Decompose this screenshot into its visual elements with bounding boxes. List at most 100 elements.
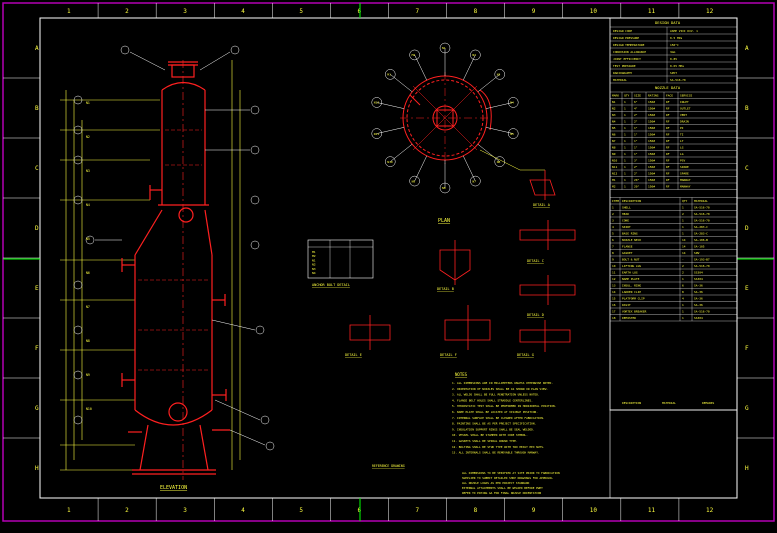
plan-nozzle-label: N2 — [472, 53, 476, 57]
bom-header-cell: DESCRIPTION — [622, 199, 641, 203]
nozzle-balloon[interactable] — [255, 325, 265, 335]
nozzle-cell: N3 — [612, 113, 616, 117]
nozzle-cell: 150# — [648, 107, 655, 111]
nozzle-cell: M2 — [612, 185, 616, 189]
bottom-note-line: REFER TO PIPING GA FOR FINAL NOZZLE ORIE… — [462, 491, 541, 495]
nozzle-balloon[interactable] — [250, 195, 260, 205]
anchor-bolt-table — [307, 239, 374, 279]
bom-cell: 9 — [612, 258, 614, 262]
elevation-nozzle-label: N2 — [86, 135, 90, 139]
plan-leader — [477, 143, 500, 162]
plan-nozzle-label: N7 — [472, 179, 476, 183]
design-row-value: 3mm — [670, 50, 675, 54]
nozzle-data-title: NOZZLE DATA — [655, 85, 681, 90]
plan-nozzle-balloon[interactable] — [470, 49, 481, 61]
anchor-table-cell: M1 — [312, 250, 316, 254]
panel-footer-cell: REMARKS — [702, 401, 714, 405]
bom-cell: 1 — [682, 219, 684, 223]
grid-row-label: H — [745, 465, 749, 472]
design-row-value: 0.65 MPa — [670, 64, 684, 68]
nozzle-balloon[interactable] — [73, 415, 83, 425]
plan-nozzle-balloon[interactable] — [494, 156, 505, 167]
plan-nozzle-balloon[interactable] — [409, 49, 420, 61]
elevation-nozzle-label: N1 — [86, 101, 90, 105]
grid-col-label: 12 — [706, 8, 714, 15]
grid-col-label: 5 — [299, 507, 303, 514]
nozzle-balloon[interactable] — [85, 235, 95, 245]
plan-nozzle-balloon[interactable] — [385, 156, 396, 167]
plan-nozzle-balloon[interactable] — [439, 182, 451, 194]
nozzle-balloon[interactable] — [250, 145, 260, 155]
nozzle-balloon[interactable] — [120, 45, 130, 55]
plan-nozzle-balloon[interactable] — [385, 69, 396, 80]
plan-nozzle-balloon[interactable] — [439, 42, 451, 54]
nozzle-balloon[interactable] — [230, 45, 240, 55]
reference-title: REFERENCE DRAWING — [372, 464, 405, 468]
nozzle-cell: 1" — [634, 133, 638, 137]
nozzle-balloon[interactable] — [265, 441, 275, 451]
nozzle-cell: RF — [666, 107, 670, 111]
nozzle-cell: 1 — [624, 100, 626, 104]
detail-e-title: DETAIL E — [345, 353, 362, 357]
plan-title: PLAN — [438, 218, 450, 224]
nozzle-balloon[interactable] — [73, 325, 83, 335]
nozzle-balloon[interactable] — [260, 415, 270, 425]
plan-nozzle-balloon[interactable] — [470, 175, 481, 187]
nozzle-cell: N6 — [612, 133, 616, 137]
nozzle-balloon[interactable] — [73, 155, 83, 165]
bom-cell: 4 — [612, 225, 614, 229]
bom-cell: 17 — [612, 310, 616, 314]
design-row-label: CORROSION ALLOWANCE — [613, 50, 646, 54]
nozzle-balloon[interactable] — [73, 370, 83, 380]
nozzle-cell: 1" — [634, 126, 638, 130]
bom-cell: 1 — [682, 225, 684, 229]
nozzle-cell: RF — [666, 120, 670, 124]
note-line: 6. NAME PLATE SHALL BE LOCATED AT VISIBL… — [452, 410, 538, 414]
plan-nozzle-balloon[interactable] — [371, 97, 383, 108]
nozzle-balloon[interactable] — [73, 125, 83, 135]
bom-cell: SA-283-C — [694, 232, 708, 236]
nozzle-cell: 4" — [634, 107, 638, 111]
nozzle-cell: 150# — [648, 159, 655, 163]
bom-cell: 1 — [682, 303, 684, 307]
nozzle-balloon[interactable] — [73, 280, 83, 290]
bom-cell: SA-36 — [694, 303, 703, 307]
plan-nozzle-balloon[interactable] — [507, 128, 519, 139]
nozzle-balloon[interactable] — [73, 195, 83, 205]
bom-cell: 10 — [612, 264, 616, 268]
bom-cell: SA-193-B7 — [694, 258, 710, 262]
plan-nozzle-balloon[interactable] — [507, 97, 519, 108]
nozzle-cell: 1" — [634, 139, 638, 143]
anchor-table-cell: N1 — [312, 258, 316, 262]
nozzle-cell: RF — [666, 185, 670, 189]
nozzle-header-cell: SIZE — [634, 94, 641, 98]
nozzle-cell: OUTLET — [680, 107, 691, 111]
bom-cell: DAVIT — [622, 303, 631, 307]
note-line: 1. ALL DIMENSIONS ARE IN MILLIMETERS UNL… — [452, 381, 553, 385]
grid-row-label: H — [35, 465, 39, 472]
nozzle-cell: 1 — [624, 146, 626, 150]
plan-nozzle-label: N10 — [387, 160, 393, 164]
plan-nozzle-balloon[interactable] — [371, 128, 383, 139]
plan-nozzle-label: M2 — [412, 53, 416, 57]
bom-cell: 8 — [612, 251, 614, 255]
nozzle-cell: 150# — [648, 185, 655, 189]
nozzle-cell: 1 — [624, 172, 626, 176]
grid-row-label: F — [745, 345, 749, 352]
nozzle-balloon[interactable] — [250, 240, 260, 250]
nozzle-balloon[interactable] — [73, 95, 83, 105]
grid-row-label: E — [35, 285, 39, 292]
nozzle-balloon[interactable] — [250, 105, 260, 115]
nozzle-cell: N10 — [612, 159, 617, 163]
plan-nozzle-balloon[interactable] — [409, 175, 420, 187]
plan-nozzle-balloon[interactable] — [494, 69, 505, 80]
bom-cell: 1 — [612, 206, 614, 210]
bom-cell: PLATFORM CLIP — [622, 297, 645, 301]
